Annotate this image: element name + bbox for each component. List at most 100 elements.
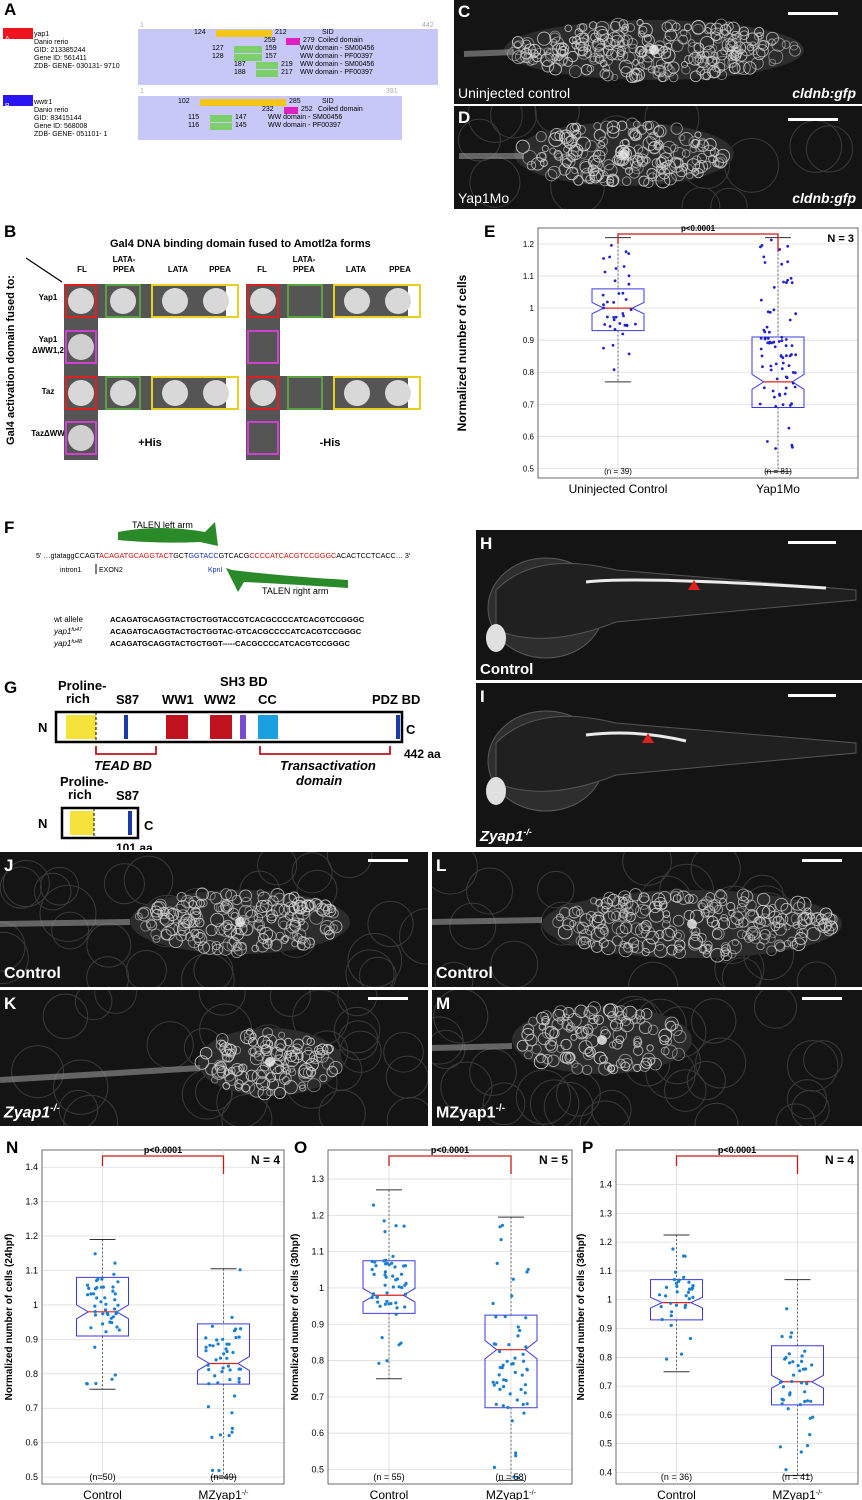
data-point (113, 1261, 117, 1265)
cell-outline (727, 939, 742, 955)
data-point (116, 1280, 120, 1284)
panel-label-n: N (6, 1138, 19, 1157)
cell-outline (823, 920, 839, 935)
n-label: (n=49) (210, 1472, 236, 1482)
data-point (498, 1349, 502, 1354)
data-point (613, 328, 617, 331)
panel-j-image: J Control (0, 852, 428, 987)
y-tick-label: 1.3 (25, 1197, 38, 1207)
cell-outline (743, 61, 757, 75)
cell-outline (603, 163, 618, 178)
cell-outline (665, 925, 678, 938)
background-cell (345, 949, 395, 987)
panel-b-title: Gal4 DNA binding domain fused to Amotl2a… (110, 238, 371, 250)
data-point (601, 293, 605, 297)
cell-outline (766, 945, 777, 957)
data-point (225, 1356, 229, 1360)
cell-outline (549, 30, 561, 43)
yeast-colony (68, 425, 94, 451)
cell-outline (223, 923, 238, 938)
data-point (234, 1327, 238, 1331)
background-cell (482, 1082, 526, 1126)
panel-h-image: H Control (476, 530, 862, 680)
data-point (402, 1224, 406, 1228)
cell-outline (652, 70, 661, 79)
data-point (372, 1272, 376, 1276)
cell-outline (215, 1039, 227, 1051)
background-cell (786, 1040, 839, 1092)
data-point (110, 1377, 114, 1381)
data-point (809, 1399, 813, 1403)
yeast-colony (68, 380, 94, 406)
cell-outline (298, 1067, 313, 1083)
data-point (210, 1324, 214, 1328)
cell-outline (627, 127, 639, 139)
cell-outline (547, 1054, 560, 1067)
panel-label-d: D (458, 108, 471, 127)
cell-outline (796, 928, 804, 936)
cell-outline (145, 918, 156, 929)
cell-outline (541, 145, 549, 153)
feature-label: Coiled domain (318, 37, 363, 44)
y-tick-label: 0.6 (311, 1428, 324, 1438)
cell-outline (558, 42, 567, 51)
cell-outline (538, 1023, 547, 1031)
data-point (511, 1277, 515, 1281)
cell-outline (616, 120, 628, 132)
cell-outline (657, 165, 666, 175)
cell-outline (645, 930, 660, 945)
data-point (89, 1326, 93, 1330)
background-cell (269, 990, 311, 1017)
cell-outline (615, 1035, 625, 1045)
data-point (657, 1293, 662, 1297)
box-lata-ppea-pair (151, 376, 239, 410)
pdz-bd (396, 715, 400, 739)
data-point (494, 1342, 498, 1346)
background-cell (339, 1030, 382, 1073)
data-point (606, 315, 609, 319)
cell-outline (720, 913, 729, 922)
yap1-start: 1 (140, 22, 144, 29)
allele-name: wt allele (53, 615, 83, 624)
cell-outline (638, 22, 653, 38)
cell-outline (691, 926, 701, 937)
panel-label-m: M (436, 994, 451, 1013)
c-terminus: C (144, 818, 154, 833)
cell-outline (796, 896, 812, 912)
data-point (525, 1270, 529, 1274)
feature-bar (210, 123, 232, 130)
plot-frame (327, 1149, 573, 1485)
cell-outline (710, 22, 724, 35)
data-point (101, 1322, 105, 1326)
data-point (89, 1292, 93, 1296)
data-point (791, 381, 795, 385)
cell-outline (267, 895, 279, 907)
data-point (768, 310, 772, 314)
cell-outline (676, 890, 691, 905)
data-point (508, 1392, 512, 1396)
background-cell (367, 900, 414, 948)
data-point (762, 386, 766, 390)
data-point (784, 344, 788, 348)
data-point (784, 338, 788, 341)
cell-outline (699, 68, 711, 80)
cell-outline (638, 892, 650, 904)
y-tick-label: 1.1 (599, 1266, 612, 1276)
cell-outline (297, 936, 311, 951)
col-header-plus: LATA (168, 265, 188, 274)
background-cell (0, 866, 42, 909)
background-cell (622, 852, 672, 886)
background-cell (469, 1048, 517, 1096)
cell-outline (761, 917, 772, 928)
feature-end: 145 (235, 122, 247, 129)
data-point (759, 298, 763, 302)
data-point (608, 255, 611, 259)
cell-outline (688, 894, 698, 904)
data-point (516, 1334, 520, 1338)
genomic-sequence: 5' …gtataggCCAGTACAGATGCAGGTACTGCTGGTACC… (36, 551, 411, 560)
category-label: MZyap1-/- (198, 1488, 249, 1500)
background-cell (434, 961, 474, 987)
cell-outline (589, 55, 597, 63)
